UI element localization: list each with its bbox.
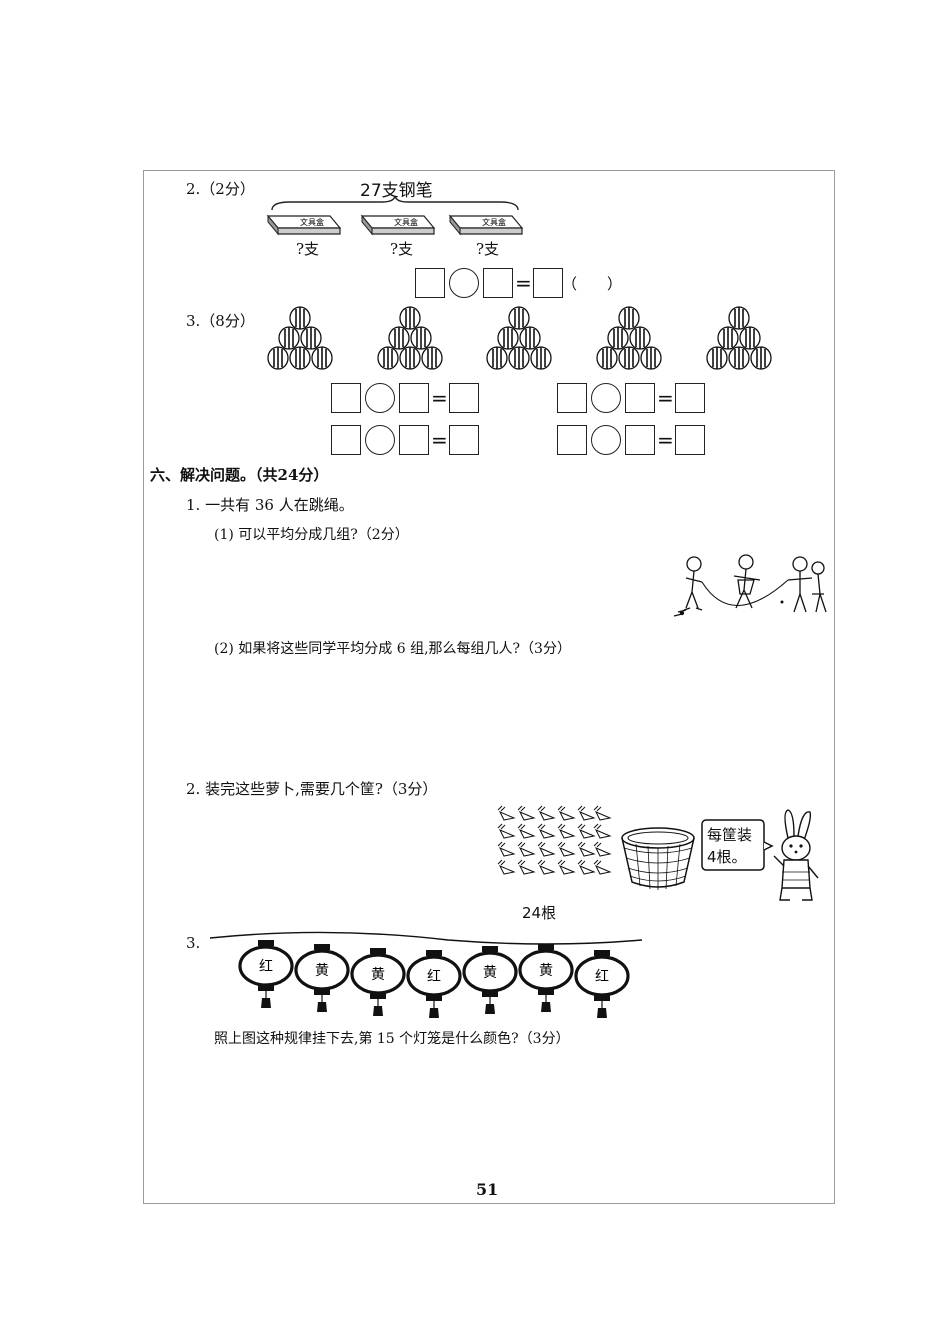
unknown-label: ?支	[390, 240, 414, 258]
answer-box[interactable]	[625, 383, 655, 413]
lantern-color-label: 红	[595, 969, 609, 985]
problem-3-question: 照上图这种规律挂下去,第 15 个灯笼是什么颜色?（3分）	[214, 1031, 570, 1047]
answer-box[interactable]	[449, 425, 479, 455]
pencil-box-icon: 文具盒	[360, 214, 436, 236]
carrot-count: 24根	[522, 904, 557, 922]
watermelon-pile-icon	[377, 306, 443, 370]
box-text: 文具盒	[300, 217, 324, 227]
equals-sign: =	[431, 428, 448, 452]
answer-box[interactable]	[675, 425, 705, 455]
page-frame	[143, 170, 835, 1204]
lantern-color-label: 红	[259, 959, 273, 975]
operator-circle[interactable]	[365, 383, 395, 413]
operator-circle[interactable]	[365, 425, 395, 455]
operator-circle[interactable]	[449, 268, 479, 298]
problem-1: 1. 一共有 36 人在跳绳。	[186, 496, 354, 514]
basket-icon	[621, 827, 695, 890]
answer-box[interactable]	[399, 383, 429, 413]
rabbit-illustration	[773, 809, 819, 901]
problem-1a: (1) 可以平均分成几组?（2分）	[214, 527, 409, 543]
lantern: 黄	[350, 948, 406, 1016]
section-title: 六、解决问题。（共24分）	[150, 466, 329, 484]
watermelon-pile-icon	[486, 306, 552, 370]
lantern: 红	[406, 950, 462, 1018]
watermelon-pile-icon	[267, 306, 333, 370]
q3-number: 3.（8分）	[186, 312, 255, 330]
lantern: 黄	[294, 944, 350, 1012]
equals-sign: =	[515, 271, 532, 295]
answer-box[interactable]	[449, 383, 479, 413]
brace-icon	[271, 195, 519, 211]
watermelon-pile-icon	[596, 306, 662, 370]
lantern-color-label: 黄	[539, 962, 553, 979]
answer-box[interactable]	[415, 268, 445, 298]
pencil-box-icon: 文具盒	[448, 214, 524, 236]
unit-paren[interactable]: （ ）	[562, 275, 623, 293]
answer-box[interactable]	[557, 425, 587, 455]
lantern-string	[209, 931, 643, 945]
page-number: 51	[476, 1180, 499, 1199]
problem-1b: (2) 如果将这些同学平均分成 6 组,那么每组几人?（3分）	[214, 641, 571, 657]
brace-label: 27支钢笔	[360, 181, 433, 201]
answer-box[interactable]	[625, 425, 655, 455]
operator-circle[interactable]	[591, 425, 621, 455]
lantern: 黄	[462, 946, 518, 1014]
carrots-illustration	[497, 805, 612, 875]
equals-sign: =	[431, 386, 448, 410]
lantern: 红	[574, 950, 630, 1018]
box-text: 文具盒	[482, 217, 506, 227]
bubble-line-2: 4根。	[707, 848, 747, 866]
answer-box[interactable]	[331, 425, 361, 455]
speech-bubble	[701, 819, 774, 871]
answer-box[interactable]	[399, 425, 429, 455]
unknown-label: ?支	[296, 240, 320, 258]
problem-2: 2. 装完这些萝卜,需要几个筐?（3分）	[186, 780, 438, 798]
lantern-color-label: 黄	[371, 966, 385, 983]
answer-box[interactable]	[675, 383, 705, 413]
lantern-color-label: 黄	[315, 962, 329, 979]
lantern: 红	[238, 940, 294, 1008]
equals-sign: =	[657, 386, 674, 410]
answer-box[interactable]	[331, 383, 361, 413]
lantern-color-label: 红	[427, 969, 441, 985]
answer-box[interactable]	[533, 268, 563, 298]
jump-rope-kids-illustration	[673, 554, 827, 617]
q2-number: 2.（2分）	[186, 180, 255, 198]
bubble-line-1: 每筐装	[707, 826, 753, 844]
answer-box[interactable]	[557, 383, 587, 413]
lantern-color-label: 黄	[483, 964, 497, 981]
lantern: 黄	[518, 944, 574, 1012]
equals-sign: =	[657, 428, 674, 452]
operator-circle[interactable]	[591, 383, 621, 413]
box-text: 文具盒	[394, 217, 418, 227]
pencil-box-icon: 文具盒	[266, 214, 342, 236]
unknown-label: ?支	[476, 240, 500, 258]
watermelon-pile-icon	[706, 306, 772, 370]
answer-box[interactable]	[483, 268, 513, 298]
problem-3-number: 3.	[186, 934, 201, 952]
